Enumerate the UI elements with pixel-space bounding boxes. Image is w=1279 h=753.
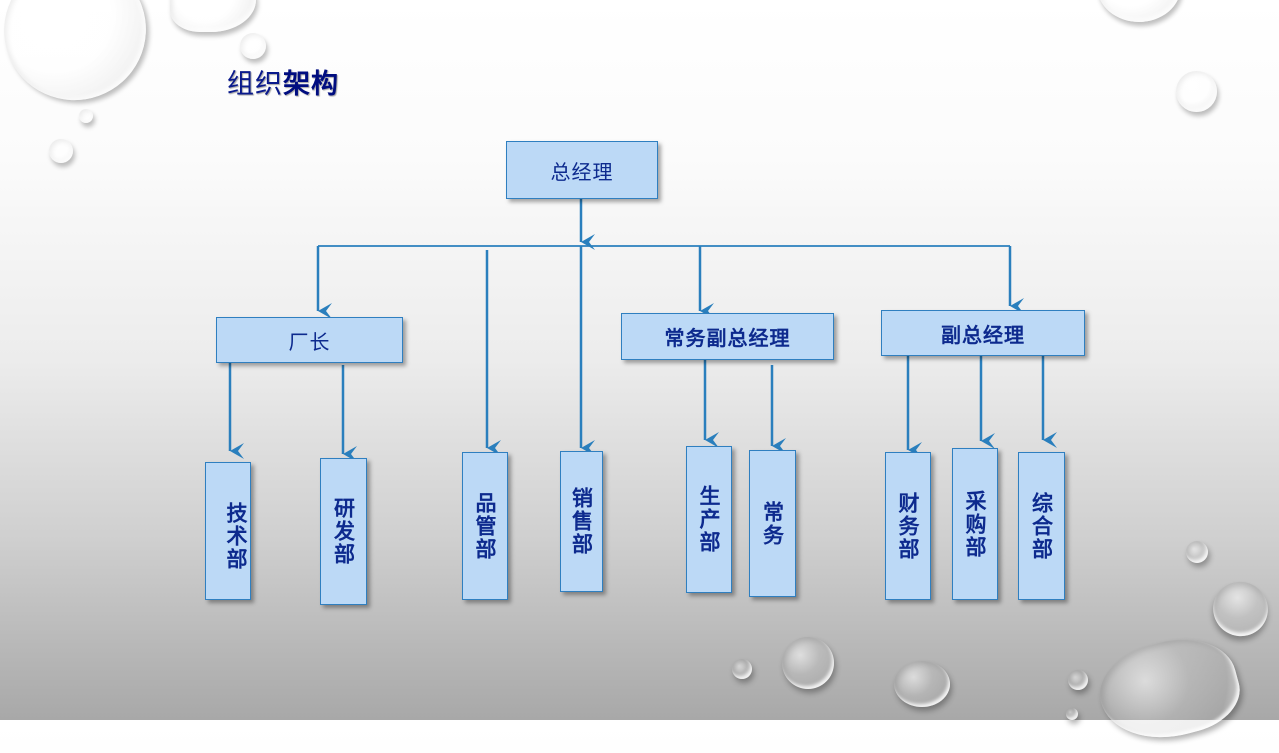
- water-drop-decoration: [1186, 541, 1208, 563]
- node-label: 技术部: [224, 501, 248, 571]
- water-drop-decoration: [894, 661, 950, 707]
- water-drop-decoration: [1097, 0, 1181, 22]
- water-drop-decoration: [1066, 708, 1078, 720]
- node-tech-dept[interactable]: 技术部: [205, 462, 251, 600]
- water-drop-decoration: [782, 637, 834, 689]
- connector-lines: [228, 199, 1057, 462]
- node-label: 品管部: [473, 491, 497, 561]
- water-drop-decoration: [240, 33, 266, 59]
- water-drop-decoration: [1068, 670, 1088, 690]
- water-drop-decoration: [79, 109, 93, 123]
- node-label: 厂长: [288, 329, 331, 354]
- node-label: 常务副总经理: [664, 326, 791, 350]
- node-rd-dept[interactable]: 研发部: [320, 458, 367, 605]
- node-label: 财务部: [896, 491, 920, 561]
- water-drop-decoration: [1176, 71, 1217, 112]
- node-finance-dept[interactable]: 财务部: [885, 452, 931, 600]
- node-admin-dept[interactable]: 综合部: [1018, 452, 1065, 600]
- node-general-affairs[interactable]: 常务: [749, 450, 796, 597]
- node-label: 生产部: [697, 485, 721, 554]
- node-label: 销售部: [569, 487, 594, 556]
- node-sales-dept[interactable]: 销售部: [560, 451, 603, 592]
- node-vice-gm[interactable]: 副总经理: [881, 310, 1085, 356]
- water-drop-decoration: [732, 659, 752, 679]
- node-factory-director[interactable]: 厂长: [216, 317, 403, 363]
- node-executive-vice-gm[interactable]: 常务副总经理: [621, 313, 834, 360]
- title-part-2: 架构: [283, 69, 339, 100]
- node-general-manager[interactable]: 总经理: [506, 141, 658, 199]
- node-quality-dept[interactable]: 品管部: [462, 452, 508, 600]
- title-part-1: 组织: [227, 69, 283, 100]
- node-label: 副总经理: [941, 322, 1025, 347]
- node-label: 综合部: [1029, 491, 1054, 561]
- water-drop-decoration: [49, 139, 73, 163]
- node-label: 总经理: [550, 159, 614, 184]
- node-label: 采购部: [963, 489, 987, 559]
- node-purchasing-dept[interactable]: 采购部: [952, 448, 998, 600]
- node-label: 研发部: [331, 497, 356, 566]
- node-production-dept[interactable]: 生产部: [686, 446, 732, 593]
- node-label: 常务: [760, 500, 785, 547]
- page-title: 组织架构: [227, 62, 339, 101]
